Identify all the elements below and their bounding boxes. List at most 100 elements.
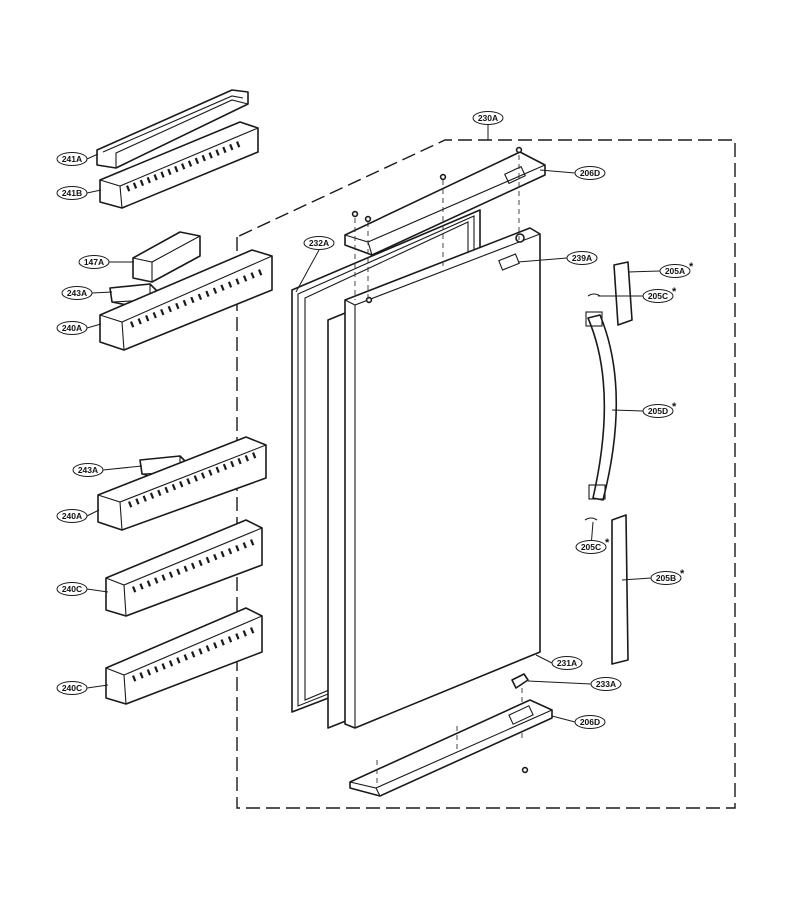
tag-241b: 241B bbox=[56, 186, 88, 200]
part-240c-bin-b bbox=[105, 607, 263, 705]
bin-slot bbox=[222, 463, 228, 471]
bin-slot bbox=[126, 185, 131, 192]
asterisk-205a: * bbox=[689, 261, 694, 273]
bin-slot bbox=[167, 305, 172, 313]
bin-slot bbox=[235, 633, 240, 640]
bin-slot bbox=[198, 559, 203, 567]
bin-slot bbox=[153, 174, 158, 181]
bin-slot bbox=[208, 469, 213, 476]
bin-slot bbox=[250, 539, 255, 546]
bin-slot bbox=[132, 586, 137, 593]
assembly-boundary bbox=[236, 139, 736, 809]
part-240a-bin-mid bbox=[97, 436, 267, 531]
asterisk-205c-bottom: * bbox=[605, 537, 610, 549]
label-147a: 147A bbox=[84, 257, 104, 267]
part-240a-bin-top bbox=[99, 249, 273, 351]
bin-slot bbox=[190, 562, 196, 570]
bin-slot bbox=[194, 157, 200, 165]
tag-243a-mid: 243A bbox=[72, 463, 104, 477]
bin-slot bbox=[176, 568, 181, 575]
bin-slot bbox=[139, 179, 145, 187]
bin-slot bbox=[183, 565, 188, 573]
bin-slot bbox=[242, 630, 247, 637]
bin-slot bbox=[142, 495, 147, 502]
bin-slot bbox=[213, 642, 218, 649]
tag-231a: 231A bbox=[551, 656, 583, 670]
bin-slot bbox=[237, 457, 242, 465]
part-241b-bin bbox=[99, 121, 259, 209]
bin-slot bbox=[176, 657, 181, 664]
bin-slot bbox=[183, 654, 188, 661]
tag-205c-bottom: 205C* bbox=[575, 537, 610, 554]
bin-slot bbox=[135, 498, 140, 505]
part-205d-handle bbox=[585, 311, 618, 501]
tag-205b: 205B * bbox=[650, 568, 685, 585]
bin-slot bbox=[167, 168, 172, 176]
tag-206d-top: 206D bbox=[574, 166, 606, 180]
label-240a-mid: 240A bbox=[62, 511, 82, 521]
label-243a-top: 243A bbox=[67, 288, 87, 298]
tag-147a: 147A bbox=[78, 255, 110, 269]
bin-slot bbox=[190, 296, 195, 304]
bin-slot bbox=[242, 542, 247, 549]
asterisk-205d: * bbox=[672, 401, 677, 413]
tag-205d: 205D * bbox=[642, 401, 677, 418]
bin-slot bbox=[212, 287, 218, 294]
bin-slot bbox=[190, 651, 196, 658]
top-screws bbox=[351, 146, 523, 300]
bin-slot bbox=[220, 550, 225, 558]
bin-slot bbox=[198, 648, 203, 655]
tag-240a-mid: 240A bbox=[56, 509, 88, 523]
bin-slot bbox=[145, 315, 150, 322]
bin-slot bbox=[205, 645, 211, 652]
label-243a-mid: 243A bbox=[78, 465, 98, 475]
tag-240c-b: 240C bbox=[56, 681, 88, 695]
bin-slot bbox=[181, 163, 186, 170]
bin-slot bbox=[187, 160, 193, 167]
bin-slot bbox=[249, 627, 255, 634]
bin-slot bbox=[149, 492, 155, 499]
bin-slot bbox=[139, 672, 144, 679]
label-241a: 241A bbox=[62, 154, 82, 164]
bin-slot bbox=[152, 311, 157, 319]
part-205a-handle-cap-top bbox=[613, 261, 633, 326]
part-240c-bin-a bbox=[105, 519, 263, 617]
asterisk-205b: * bbox=[680, 568, 685, 580]
label-206d-bottom: 206D bbox=[580, 717, 600, 727]
label-205b: 205B bbox=[656, 573, 676, 583]
bin-slot bbox=[205, 290, 210, 297]
tag-240c-a: 240C bbox=[56, 582, 88, 596]
bin-slot bbox=[161, 574, 166, 581]
tag-233a: 233A bbox=[590, 677, 622, 691]
bin-slot bbox=[161, 663, 166, 670]
bin-slot bbox=[215, 149, 220, 156]
bin-slot bbox=[220, 284, 225, 291]
bin-slot bbox=[175, 302, 180, 310]
bin-slot bbox=[146, 669, 152, 676]
bin-slot bbox=[128, 501, 133, 508]
tag-205c-top: 205C* bbox=[642, 286, 677, 303]
bin-slot bbox=[200, 472, 206, 479]
bin-slot bbox=[244, 455, 249, 462]
bin-slot bbox=[160, 308, 165, 316]
bin-slot bbox=[201, 154, 206, 162]
bin-slot bbox=[227, 547, 233, 555]
tag-241a: 241A bbox=[56, 152, 88, 166]
bin-slot bbox=[132, 182, 138, 189]
part-205c-clip-top bbox=[587, 293, 601, 297]
bin-slot bbox=[235, 545, 240, 552]
bin-slot bbox=[182, 299, 187, 307]
label-205a: 205A bbox=[665, 266, 685, 276]
bin-slot bbox=[164, 486, 169, 494]
bin-slot bbox=[137, 318, 142, 325]
bin-slot bbox=[179, 480, 184, 488]
label-239a: 239A bbox=[572, 253, 592, 263]
bin-slot bbox=[250, 272, 255, 279]
label-231a: 231A bbox=[557, 658, 577, 668]
part-241a-bin-cover bbox=[96, 89, 249, 169]
bin-slot bbox=[227, 281, 233, 288]
bin-slot bbox=[168, 660, 174, 667]
part-206d-bottom-hinge bbox=[349, 699, 553, 797]
part-205b-handle-cap-bottom bbox=[611, 514, 629, 665]
label-205d: 205D bbox=[648, 406, 668, 416]
